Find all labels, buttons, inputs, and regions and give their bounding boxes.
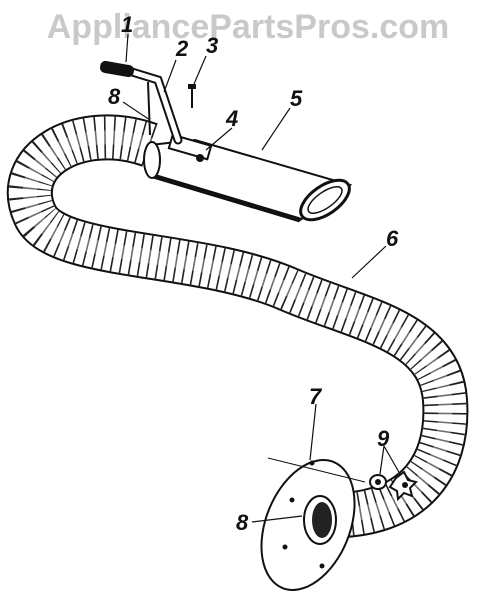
handle bbox=[100, 60, 183, 145]
fasteners bbox=[369, 470, 418, 502]
mounting-plate bbox=[260, 457, 366, 591]
callout-7: 7 bbox=[309, 384, 323, 409]
callout-labels: 1 2 3 4 5 6 7 8 8 9 bbox=[108, 12, 399, 535]
callout-8-bottom: 8 bbox=[236, 510, 249, 535]
callout-8-top: 8 bbox=[108, 84, 121, 109]
callout-3: 3 bbox=[206, 33, 218, 58]
callout-1: 1 bbox=[121, 12, 133, 37]
callout-2: 2 bbox=[175, 36, 189, 61]
watermark: AppliancePartsPros.com bbox=[46, 8, 450, 46]
callout-6: 6 bbox=[386, 226, 399, 251]
leader-lines bbox=[122, 33, 401, 523]
callout-5: 5 bbox=[290, 86, 303, 111]
flexible-hose bbox=[6, 114, 469, 539]
nozzle-tube bbox=[143, 133, 353, 223]
callout-4: 4 bbox=[225, 106, 238, 131]
screw bbox=[188, 84, 196, 108]
callout-9: 9 bbox=[377, 426, 390, 451]
